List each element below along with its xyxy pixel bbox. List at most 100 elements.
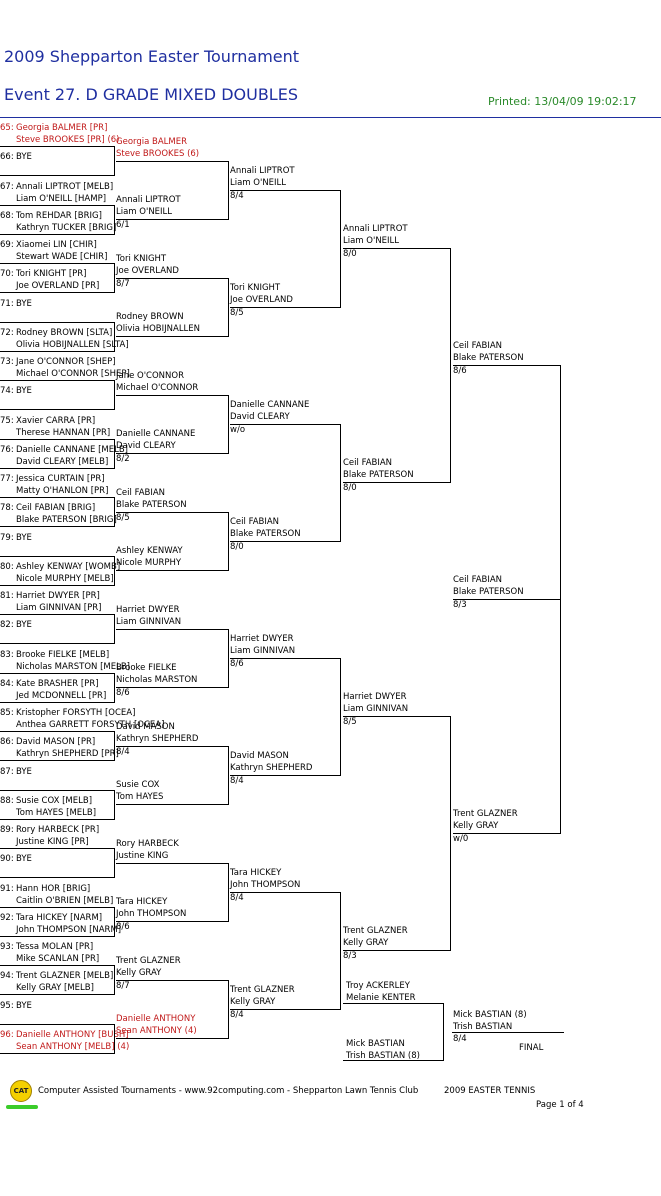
player-name: Steve BROOKES [PR] (6) (16, 135, 120, 145)
player-name: Trent GLAZNER (343, 926, 408, 937)
draw-number: 72: (0, 327, 14, 338)
player-name: Annali LIPTROT (343, 224, 408, 235)
bracket-connector (114, 614, 115, 645)
entry-line (0, 350, 114, 352)
event-title: Event 27. D GRADE MIXED DOUBLES (4, 85, 298, 104)
player-name: Kelly GRAY (453, 821, 499, 832)
bracket-connector (114, 146, 115, 177)
player-name: Susie COX [MELB] (16, 795, 93, 806)
player-name: Annali LIPTROT [MELB] (16, 181, 114, 192)
bracket-connector (228, 277, 229, 338)
entry-line (0, 672, 114, 674)
draw-number: 94: (0, 971, 14, 982)
player-name: Ceil FABIAN (116, 487, 166, 498)
footer-page: Page 1 of 4 (536, 1100, 584, 1110)
player-name: David CLEARY [MELB] (16, 456, 109, 467)
entry-line (0, 701, 114, 703)
draw-number: 73: (0, 357, 14, 367)
player-name: Annali LIPTROT (230, 165, 295, 176)
winner-line (453, 365, 560, 367)
entry-line (0, 146, 114, 147)
player-name: Liam O'NEILL (230, 177, 287, 188)
player-name: Blake PATERSON (343, 470, 414, 481)
winner-line (453, 833, 560, 835)
winner-line (230, 774, 340, 776)
player-name: John THOMPSON [NARM] (16, 924, 122, 935)
bracket-connector (114, 321, 115, 352)
match-score: 8/4 (230, 892, 244, 903)
bracket-connector (114, 731, 115, 762)
bracket-connector (228, 160, 229, 221)
entry-line (0, 877, 114, 879)
player-name: Tom HAYES (116, 792, 164, 803)
winner-line (343, 950, 450, 952)
player-name: Danielle ANTHONY [BUSH] (16, 1029, 129, 1040)
player-name: Therese HANNAN [PR] (16, 427, 111, 438)
player-name: Trent GLAZNER [MELB] (16, 971, 114, 982)
entry-line (0, 584, 114, 586)
winner-line (116, 921, 228, 923)
player-name: Harriet DWYER (230, 633, 294, 644)
match-score: 8/5 (343, 717, 357, 728)
entry-line (0, 380, 114, 381)
draw-number: 91: (0, 883, 14, 894)
bracket-connector (114, 789, 115, 820)
bracket-connector (228, 511, 229, 572)
player-name: David CLEARY (116, 441, 176, 452)
draw-number: 75: (0, 415, 14, 426)
match-score: 8/6 (116, 922, 130, 933)
player-name: Jane O'CONNOR (116, 370, 184, 381)
entry-line (0, 175, 114, 177)
player-name: Harriet DWYER [PR] (16, 591, 100, 601)
final-label: FINAL (519, 1043, 544, 1053)
winner-line (116, 862, 228, 864)
player-name: Jane O'CONNOR [SHEP] (16, 357, 116, 367)
player-name: Nicholas MARSTON [MELB] (16, 661, 130, 672)
player-name: BYE (16, 152, 32, 163)
player-name: Tara HICKEY [NARM] (16, 912, 103, 923)
player-name: Liam O'NEILL (343, 236, 400, 247)
final-entry-line (343, 1060, 443, 1061)
player-name: Mick BASTIAN (8) (453, 1010, 527, 1020)
player-name: Liam GINNIVAN [PR] (16, 603, 102, 613)
match-score: 8/0 (230, 541, 244, 552)
bracket-connector (114, 672, 115, 703)
winner-line (230, 423, 340, 425)
bracket-connector (114, 263, 115, 294)
entry-line (0, 526, 114, 528)
player-name: Joe OVERLAND [PR] (16, 281, 100, 292)
player-name: Nicholas MARSTON (116, 675, 198, 686)
winner-line (116, 687, 228, 689)
entry-line (0, 935, 114, 937)
player-name: Susie COX (116, 780, 160, 791)
logo-underline (6, 1105, 38, 1109)
player-name: Hann HOR [BRIG] (16, 883, 91, 894)
match-score: 8/0 (343, 483, 357, 494)
entry-line (0, 263, 114, 264)
entry-line (0, 292, 114, 294)
winner-line (343, 248, 450, 250)
player-name: Michael O'CONNOR [SHEP] (16, 369, 130, 379)
player-name: Trish BASTIAN (453, 1022, 513, 1032)
bracket-connector (560, 365, 561, 835)
winner-line (116, 1038, 228, 1040)
player-name: Tori KNIGHT [PR] (16, 269, 87, 280)
tournament-title: 2009 Shepparton Easter Tournament (4, 47, 300, 66)
bracket-connector (340, 189, 341, 308)
bracket-connector (340, 657, 341, 776)
winner-line (230, 891, 340, 893)
player-name: Rory HARBECK (116, 838, 179, 849)
player-name: Tom REHDAR [BRIG] (16, 210, 102, 221)
winner-line (230, 189, 340, 191)
player-name: Tom HAYES [MELB] (16, 807, 97, 818)
bracket-connector (228, 628, 229, 689)
bracket-connector (228, 394, 229, 455)
entry-line (0, 818, 114, 820)
player-name: Liam GINNIVAN (116, 616, 182, 627)
draw-number: 95: (0, 1000, 14, 1011)
entry-line (0, 321, 114, 323)
player-name: Danielle CANNANE (230, 399, 310, 410)
draw-number: 70: (0, 269, 14, 280)
draw-number: 93: (0, 942, 14, 952)
entry-line (0, 614, 114, 615)
